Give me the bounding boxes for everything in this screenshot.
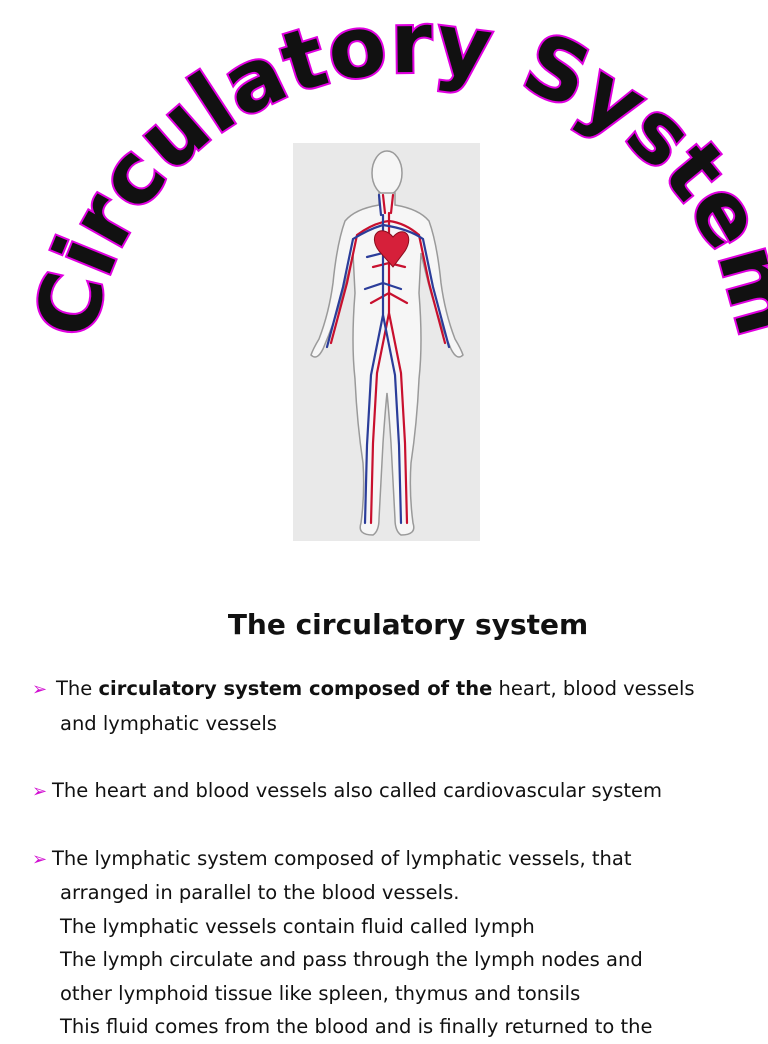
bullet-continuation: arranged in parallel to the blood vessel… — [60, 881, 460, 904]
bullet-item: ➢The circulatory system composed of the … — [32, 672, 752, 707]
human-body-icon — [310, 150, 464, 536]
bullet-continuation: The lymph circulate and pass through the… — [60, 948, 643, 971]
arrow-bullet-icon: ➢ — [32, 679, 48, 700]
bullet-continuation: and lymphatic vessels — [60, 711, 277, 735]
arrow-bullet-icon: ➢ — [32, 780, 48, 802]
bullet-continuation: The lymphatic vessels contain fluid call… — [60, 914, 535, 938]
bullet-item: ➢The heart and blood vessels also called… — [32, 774, 752, 809]
bullet-item: ➢The lymphatic system composed of lympha… — [32, 842, 752, 877]
section-heading: The circulatory system — [227, 608, 589, 641]
content-body: ➢The circulatory system composed of the … — [32, 672, 752, 1044]
circulatory-system-figure — [293, 143, 480, 541]
bullet-continuation: This fluid comes from the blood and is f… — [60, 1015, 653, 1038]
arrow-bullet-icon: ➢ — [32, 848, 48, 870]
bullet-continuation: other lymphoid tissue like spleen, thymu… — [60, 981, 581, 1005]
